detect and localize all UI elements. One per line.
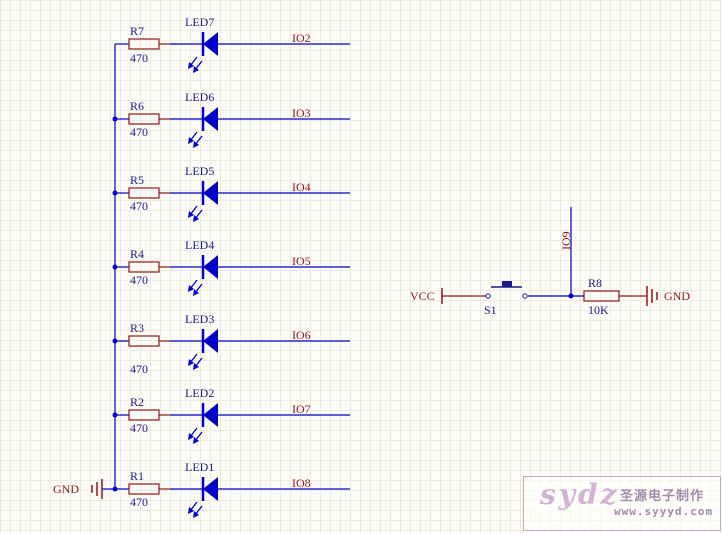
resistor-r4 [128,261,160,273]
led4-light-arrowhead-2 [193,289,199,296]
io9-net-label: IO9 [559,231,573,250]
led7-diode [203,32,218,56]
r8-value-label: 10K [588,303,609,317]
resistor-r6 [128,113,160,125]
led5-light-arrowhead-1 [188,211,194,218]
led7-label: LED7 [185,15,215,29]
junction-r6 [112,116,118,122]
watermark-logo: sydz [540,478,620,511]
led6-light-arrowhead-2 [193,141,199,148]
net-label-io6: IO6 [292,328,311,342]
led3-light-arrowhead-1 [188,359,194,366]
resistor-r8 [583,290,620,302]
switch-s1-pin-left [485,293,491,299]
watermark-url: www.syyyd.com [614,505,714,518]
r2-label: R2 [130,395,145,409]
net-label-io3: IO3 [292,106,311,120]
r6-label: R6 [130,99,145,113]
led7-light-arrowhead-1 [188,62,194,69]
switch-s1-button [502,281,512,287]
watermark-name: 圣源电子制作 [620,489,705,504]
led5-label: LED5 [185,164,215,178]
led1-light-arrowhead-1 [188,507,194,514]
r8-label: R8 [588,276,603,290]
junction-r4 [112,264,118,270]
led4-light-arrowhead-1 [188,285,194,292]
junction-r3 [112,338,118,344]
led5-diode [203,181,218,205]
vcc-label: VCC [410,289,435,303]
resistor-r1 [128,483,160,495]
resistor-r3 [128,335,160,347]
r5-value-label: 470 [130,199,148,213]
led1-diode [203,477,218,501]
r7-value-label: 470 [130,51,148,65]
switch-s1-pin-right [522,293,528,299]
junction-r2 [112,412,118,418]
led2-diode [203,403,218,427]
net-label-io2: IO2 [292,31,311,45]
resistor-r5 [128,187,160,199]
led5-light-arrowhead-2 [193,215,199,222]
r1-label: R1 [130,469,145,483]
net-label-io5: IO5 [292,254,311,268]
net-label-io7: IO7 [292,402,311,416]
r1-value-label: 470 [130,495,148,509]
led1-light-arrowhead-2 [193,511,199,518]
net-label-io8: IO8 [292,476,311,490]
resistor-r2 [128,409,160,421]
r5-label: R5 [130,173,145,187]
r6-value-label: 470 [130,125,148,139]
watermark: sydz 圣源电子制作 www.syyyd.com [523,476,721,531]
led4-diode [203,255,218,279]
led3-diode [203,329,218,353]
junction-io9 [568,293,574,299]
r4-value-label: 470 [130,273,148,287]
gnd-left-label: GND [53,482,79,496]
led3-label: LED3 [185,312,215,326]
led3-light-arrowhead-2 [193,363,199,370]
r3-value-label: 470 [130,362,148,376]
junction-r5 [112,190,118,196]
r3-label: R3 [130,321,145,335]
led6-diode [203,107,218,131]
r4-label: R4 [130,247,145,261]
junction-gnd [112,486,118,492]
led6-light-arrowhead-1 [188,137,194,144]
resistor-r7 [128,38,160,50]
led1-label: LED1 [185,460,215,474]
led2-light-arrowhead-2 [193,437,199,444]
switch-s1-label: S1 [484,303,497,317]
r2-value-label: 470 [130,421,148,435]
gnd-right-label: GND [664,289,690,303]
led6-label: LED6 [185,90,215,104]
led4-label: LED4 [185,238,215,252]
led2-label: LED2 [185,386,215,400]
r7-label: R7 [130,24,145,38]
net-label-io4: IO4 [292,180,311,194]
led7-light-arrowhead-2 [193,66,199,73]
led2-light-arrowhead-1 [188,433,194,440]
